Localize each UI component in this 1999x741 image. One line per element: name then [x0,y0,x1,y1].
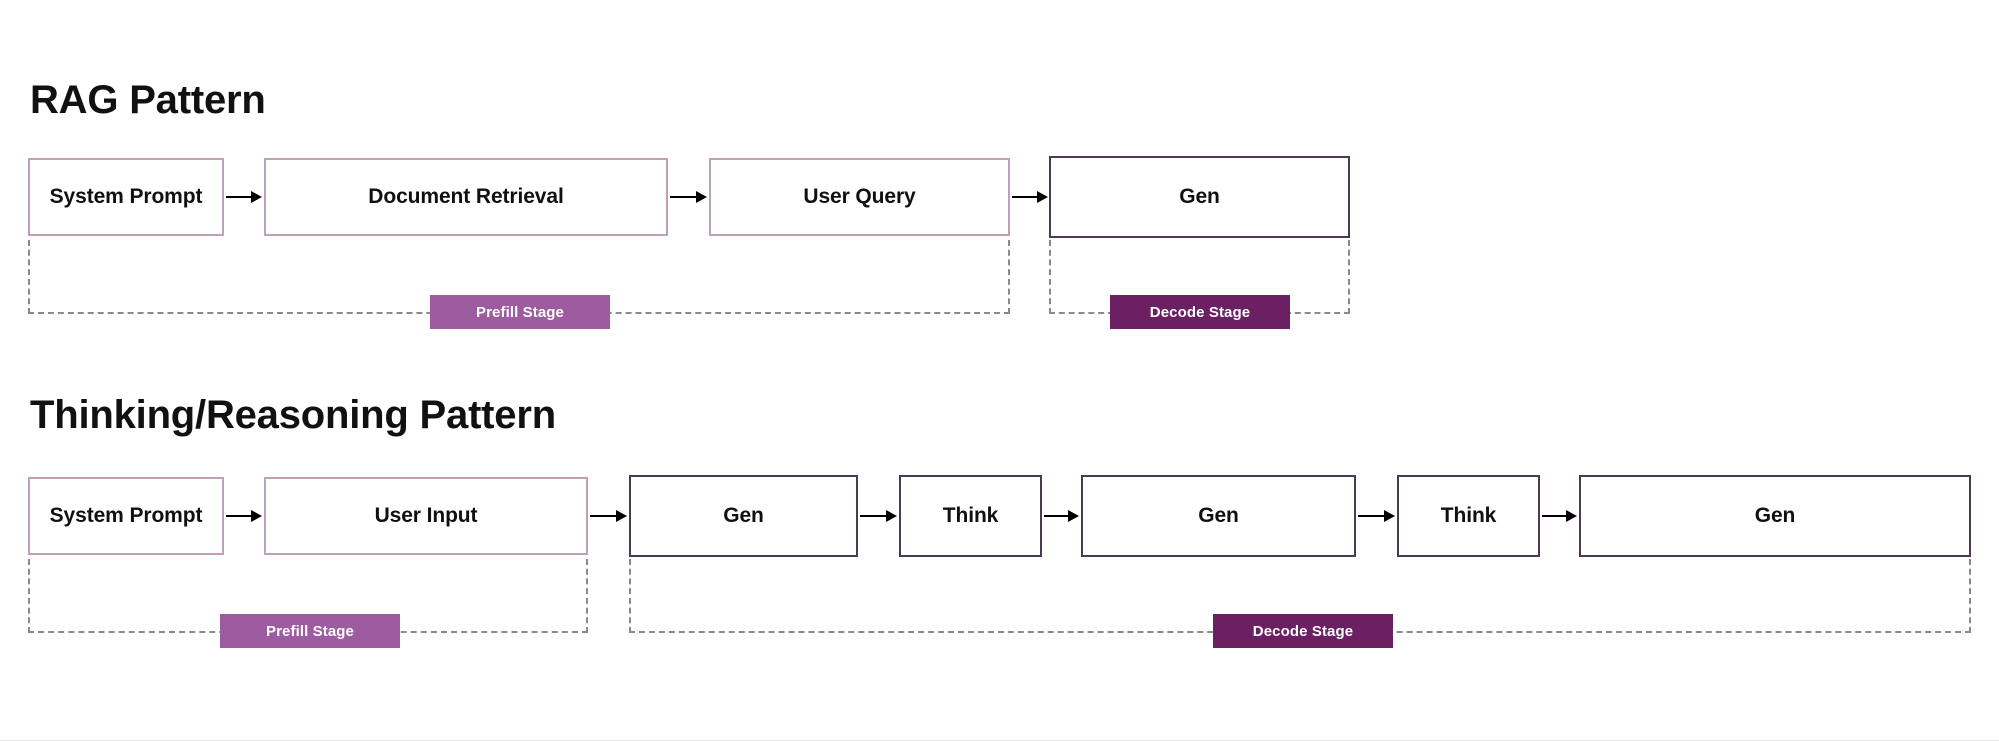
flow-box-gen-thinking-3[interactable]: Gen [1579,475,1971,557]
flow-box-gen-thinking-1[interactable]: Gen [629,475,858,557]
arrow-icon-thinking-3 [860,509,897,523]
arrow-icon-thinking-6 [1542,509,1577,523]
arrow-icon-thinking-4 [1044,509,1079,523]
arrow-icon-rag-3 [1012,190,1048,204]
arrow-icon-rag-1 [226,190,262,204]
stage-badge-decode-rag: Decode Stage [1110,295,1290,329]
flow-box-label: Think [1440,504,1497,527]
flow-box-think-1[interactable]: Think [899,475,1042,557]
flow-box-label: Gen [723,504,764,527]
flow-box-think-2[interactable]: Think [1397,475,1540,557]
flow-box-document-retrieval[interactable]: Document Retrieval [264,158,668,236]
flow-box-label: Think [942,504,999,527]
stage-badge-decode-thinking: Decode Stage [1213,614,1393,648]
stage-badge-prefill-thinking: Prefill Stage [220,614,400,648]
stage-badge-label: Decode Stage [1252,622,1354,640]
stage-badge-label: Prefill Stage [266,622,354,640]
flow-box-label: User Input [374,504,478,527]
flow-box-system-prompt-rag[interactable]: System Prompt [28,158,224,236]
flow-box-label: Gen [1198,504,1239,527]
flow-box-gen-thinking-2[interactable]: Gen [1081,475,1356,557]
stage-badge-label: Prefill Stage [476,303,564,321]
stage-badge-prefill-rag: Prefill Stage [430,295,610,329]
section-title-rag: RAG Pattern [30,78,266,122]
flow-box-label: User Query [803,185,916,208]
arrow-icon-rag-2 [670,190,707,204]
flow-box-label: Document Retrieval [368,185,564,208]
flow-box-label: System Prompt [49,504,203,527]
arrow-icon-thinking-2 [590,509,627,523]
stage-badge-label: Decode Stage [1149,303,1251,321]
arrow-icon-thinking-5 [1358,509,1395,523]
flow-box-user-query[interactable]: User Query [709,158,1010,236]
flow-box-label: Gen [1179,185,1220,208]
flow-box-system-prompt-thinking[interactable]: System Prompt [28,477,224,555]
arrow-icon-thinking-1 [226,509,262,523]
flow-box-label: System Prompt [49,185,203,208]
flow-box-label: Gen [1754,504,1796,527]
section-title-thinking: Thinking/Reasoning Pattern [30,393,556,437]
flow-box-user-input[interactable]: User Input [264,477,588,555]
flow-box-gen-rag[interactable]: Gen [1049,156,1350,238]
